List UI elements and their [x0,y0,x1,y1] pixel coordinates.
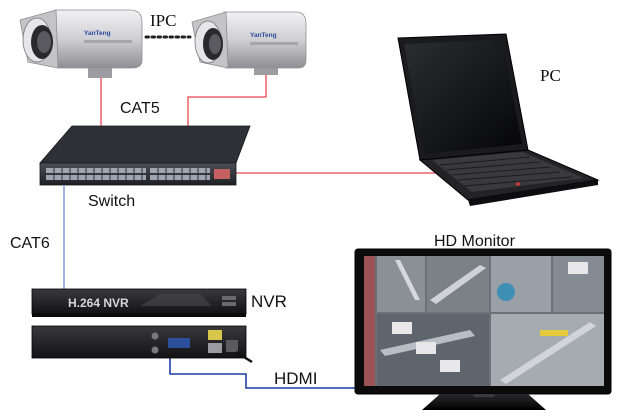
ip-camera-1: YanTeng [19,9,143,78]
cat5-label: CAT5 [120,100,160,117]
nvr-label: NVR [251,292,287,311]
pc-label: PC [540,66,561,85]
camera-2-brand: YanTeng [250,32,277,39]
laptop-pc [397,33,600,206]
hdmi-cable [169,350,364,389]
ip-camera-2: YanTeng [191,11,307,75]
cat6-label: CAT6 [10,235,50,252]
nvr-rear-panel [31,325,253,364]
nvr-front-text: H.264 NVR [68,296,129,310]
nvr-device: H.264 NVR [31,288,247,317]
camera-1-brand: YanTeng [84,30,111,37]
hd-monitor [354,248,612,410]
switch-ports [46,168,210,180]
hdmi-label: HDMI [274,369,317,388]
monitor-cctv-grid [364,256,604,386]
hd-monitor-label: HD Monitor [434,233,516,250]
switch-label: Switch [88,193,135,210]
network-switch [39,125,251,186]
ipc-label: IPC [150,11,176,30]
